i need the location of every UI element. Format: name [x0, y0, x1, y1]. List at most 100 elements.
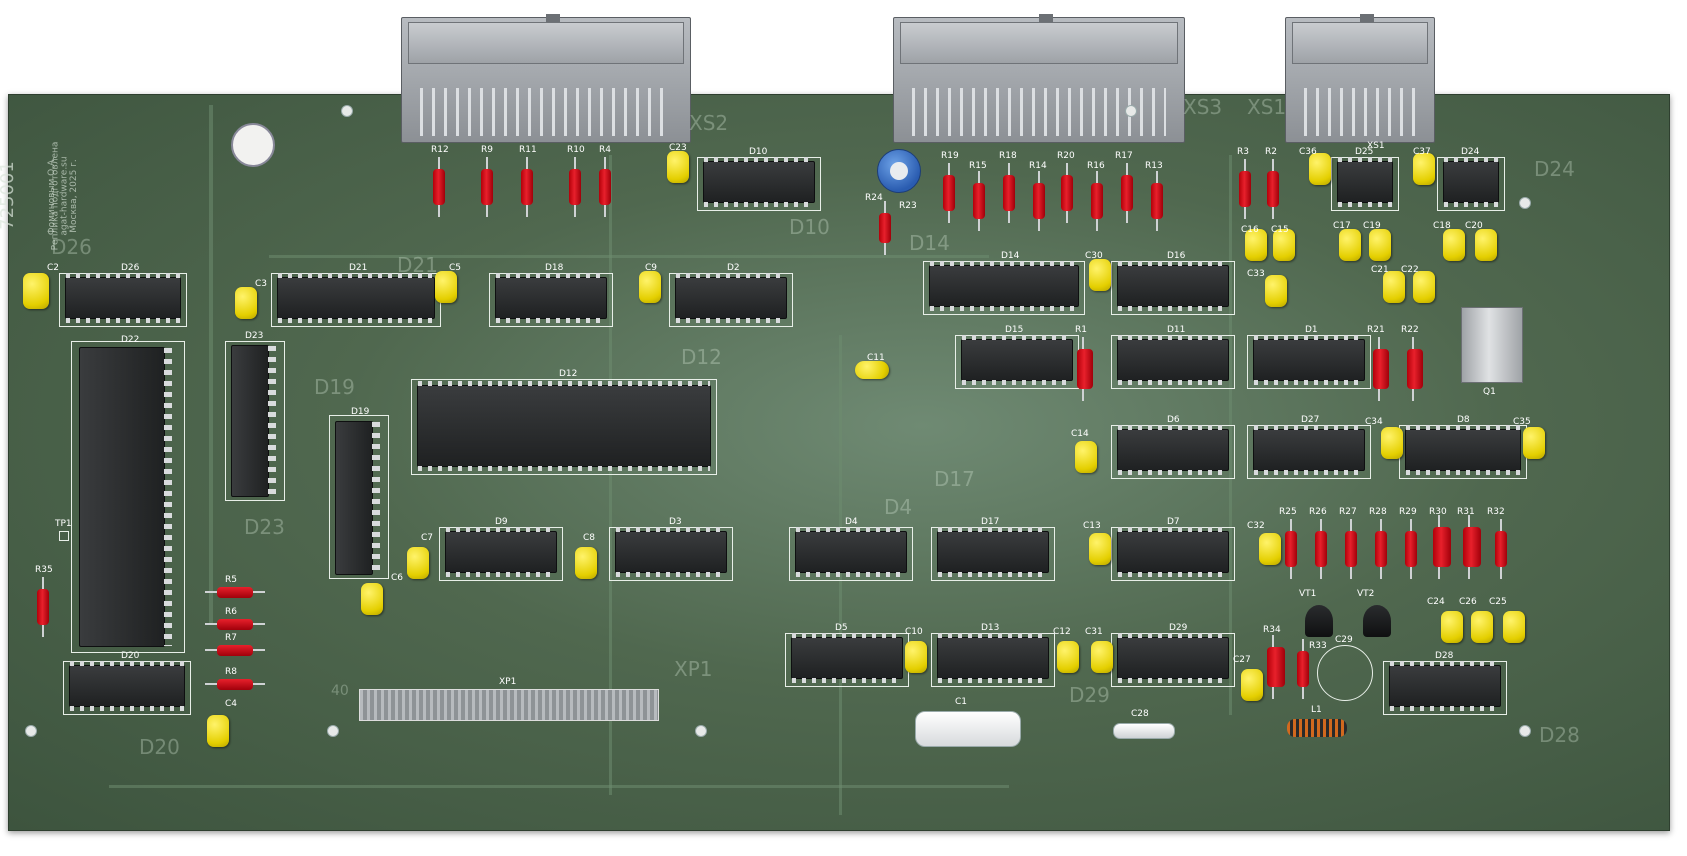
ic-outline [71, 341, 185, 653]
crystal-label: Q1 [1483, 387, 1496, 397]
capacitor-c3 [235, 287, 257, 319]
resistor-label: R13 [1145, 161, 1163, 171]
ic-d17 [937, 527, 1049, 577]
capacitor-c1 [915, 711, 1021, 747]
resistor-label: R10 [567, 145, 585, 155]
capacitor-c24 [1441, 611, 1463, 643]
resistor-label: R8 [225, 667, 237, 677]
resistor-label: R24 [865, 193, 883, 203]
capacitor-label: C16 [1241, 225, 1259, 235]
capacitor-c35 [1523, 427, 1545, 459]
resistor-label: R17 [1115, 151, 1133, 161]
resistor-label: R14 [1029, 161, 1047, 171]
ic-label: D3 [669, 517, 682, 527]
ic-label: D13 [981, 623, 1000, 633]
silk-label: D28 [1539, 723, 1580, 747]
silk-label: D12 [681, 345, 722, 369]
capacitor-c15 [1273, 229, 1295, 261]
resistor-r24 [879, 201, 891, 255]
resistor-label: R32 [1487, 507, 1505, 517]
resistor-r15 [973, 171, 985, 231]
resistor-label: R22 [1401, 325, 1419, 335]
ic-label: D11 [1167, 325, 1186, 335]
capacitor-label: C1 [955, 697, 968, 707]
resistor-r33 [1297, 639, 1309, 699]
resistor-label: R12 [431, 145, 449, 155]
resistor-r2 [1267, 159, 1279, 219]
ic-d14 [929, 261, 1079, 311]
capacitor-label: C18 [1433, 221, 1451, 231]
trace [609, 155, 612, 795]
capacitor-label: C6 [391, 573, 404, 583]
resistor-r28 [1375, 519, 1387, 579]
resistor-label: R26 [1309, 507, 1327, 517]
ic-d7 [1117, 527, 1229, 577]
silk-label: D4 [884, 495, 913, 519]
resistor-label: R19 [941, 151, 959, 161]
inductor-l1 [1287, 719, 1347, 737]
resistor-label: R11 [519, 145, 537, 155]
resistor-r8 [205, 679, 265, 690]
transistor-label: VT1 [1299, 589, 1317, 599]
resistor-label: R15 [969, 161, 987, 171]
capacitor-label: C34 [1365, 417, 1383, 427]
resistor-label: R34 [1263, 625, 1281, 635]
via-hole [341, 105, 353, 117]
capacitor-c11 [855, 361, 889, 379]
ic-d8 [1405, 425, 1521, 475]
silk-label: D20 [139, 735, 180, 759]
trace [209, 105, 213, 625]
resistor-r30 [1433, 515, 1451, 579]
capacitor-label: C13 [1083, 521, 1101, 531]
resistor-label: R30 [1429, 507, 1447, 517]
resistor-r26 [1315, 519, 1327, 579]
via-hole [1125, 105, 1137, 117]
capacitor-c37 [1413, 153, 1435, 185]
resistor-r3 [1239, 159, 1251, 219]
resistor-r22 [1407, 337, 1423, 401]
capacitor-label: C36 [1299, 147, 1317, 157]
resistor-r32 [1495, 519, 1507, 579]
capacitor-label: C26 [1459, 597, 1477, 607]
capacitor-label: C17 [1333, 221, 1351, 231]
ic-d9 [445, 527, 557, 577]
capacitor-label: C8 [583, 533, 596, 543]
resistor-r20 [1061, 163, 1073, 223]
resistor-label: R1 [1075, 325, 1087, 335]
capacitor-c18 [1443, 229, 1465, 261]
silk-label: D14 [909, 231, 950, 255]
silk-label: D29 [1069, 683, 1110, 707]
ic-d3 [615, 527, 727, 577]
ic-label: D7 [1167, 517, 1180, 527]
transistor-vt2 [1363, 605, 1391, 637]
ic-label: D28 [1435, 651, 1454, 661]
capacitor-label: C21 [1371, 265, 1389, 275]
resistor-r10 [569, 157, 581, 217]
ic-label: D20 [121, 651, 140, 661]
via-hole [25, 725, 37, 737]
capacitor-c5 [435, 271, 457, 303]
capacitor-label: C27 [1233, 655, 1251, 665]
trimmer-r23 [877, 149, 921, 193]
capacitor-c20 [1475, 229, 1497, 261]
capacitor-c22 [1413, 271, 1435, 303]
board-info-block: 725001 Реплика подготовлена Фоминовым О.… [0, 142, 133, 285]
resistor-label: R4 [599, 145, 611, 155]
capacitor-label: C24 [1427, 597, 1445, 607]
ic-d4 [795, 527, 907, 577]
capacitor-c9 [639, 271, 661, 303]
capacitor-label: C9 [645, 263, 658, 273]
ic-label: D17 [981, 517, 1000, 527]
ic-d10 [703, 157, 815, 207]
ic-label: D6 [1167, 415, 1180, 425]
capacitor-c25 [1503, 611, 1525, 643]
resistor-r16 [1091, 171, 1103, 231]
capacitor-label: C19 [1363, 221, 1381, 231]
crystal-q1 [1461, 307, 1523, 383]
capacitor-c13 [1089, 533, 1111, 565]
ic-label: D29 [1169, 623, 1188, 633]
ic-label: D18 [545, 263, 564, 273]
capacitor-c23 [667, 151, 689, 183]
resistor-label: R3 [1237, 147, 1249, 157]
xp1-pin40-label: 40 [331, 683, 349, 699]
